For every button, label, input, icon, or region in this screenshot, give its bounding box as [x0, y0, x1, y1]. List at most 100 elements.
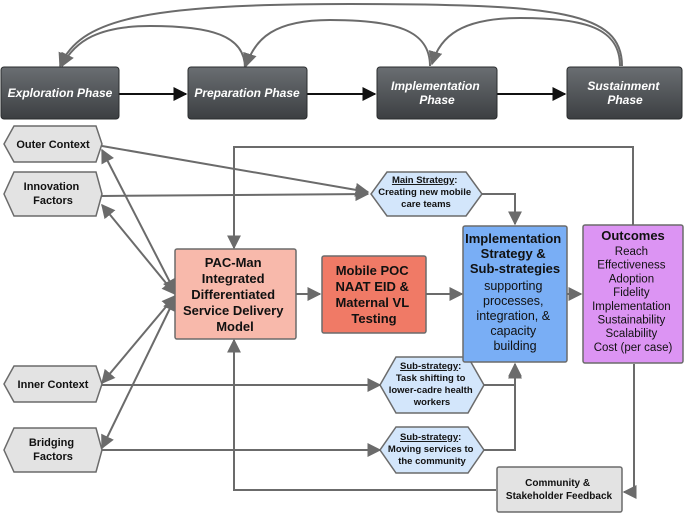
- main-strategy-heading: Main Strategy: [392, 175, 455, 186]
- phase-sustainment: Sustainment Phase: [566, 66, 683, 120]
- impl-title-line3: Sub-strategies: [470, 261, 560, 276]
- feedback-line1: Community &: [525, 478, 590, 489]
- loop-prep-to-exploration: [61, 24, 246, 69]
- pacman-line5: Model: [216, 319, 254, 334]
- svg-text:Sustainment Phase: Sustainment Phase: [587, 79, 662, 107]
- svg-text:Preparation Phase: Preparation Phase: [194, 86, 300, 100]
- impl-body-line1: supporting: [484, 279, 542, 293]
- sub-strategy-task-shifting: Sub-strategy: Task shifting to lower-cad…: [379, 356, 485, 414]
- link-moving-services-to-impl: [484, 364, 522, 451]
- main-strategy: Main Strategy: Creating new mobile care …: [370, 171, 483, 217]
- outcome-item: Implementation: [592, 301, 671, 313]
- main-strategy-line2: care teams: [401, 199, 451, 210]
- testing-line1: Mobile POC: [336, 263, 410, 278]
- context-factors: Outer Context Innovation Factors Inner C…: [3, 125, 103, 473]
- link-bridging-pacman: [101, 296, 176, 450]
- svg-text:Outer Context: Outer Context: [16, 139, 90, 151]
- moving-services-line2: the community: [398, 456, 466, 467]
- svg-text:Exploration Phase: Exploration Phase: [8, 86, 113, 100]
- context-inner-label: Inner Context: [18, 379, 89, 391]
- main-strategy-line1: Creating new mobile: [378, 187, 471, 198]
- impl-body-line2: processes,: [483, 294, 543, 308]
- loop-impl-to-preparation: [243, 18, 431, 68]
- phase-implementation: Implementation Phase: [376, 66, 498, 120]
- svg-text:Main Strategy: Creatin: Main Strategy: Creating new mobile care …: [378, 175, 474, 210]
- impl-body-line3: integration, &: [476, 309, 550, 323]
- link-feedback-to-pacman: [227, 338, 496, 491]
- outcome-item: Sustainability: [598, 315, 666, 327]
- svg-text:Bridging Factors: Bridging Factors: [29, 437, 77, 463]
- svg-text:PAC-Man Integrated: PAC-Man Integrated Differentiated Servic…: [183, 255, 287, 334]
- link-top-loop-to-pacman: [227, 146, 634, 250]
- pacman-line1: PAC-Man: [205, 255, 262, 270]
- context-bridging: Bridging Factors: [3, 427, 103, 473]
- loop-sustain-to-exploration: [58, 2, 623, 68]
- impl-body-line4: capacity: [490, 324, 537, 338]
- testing-line2: NAAT EID &: [335, 279, 408, 294]
- phase-exploration-label: Exploration Phase: [8, 86, 113, 100]
- phase-preparation: Preparation Phase: [187, 66, 308, 120]
- link-outcomes-to-feedback: [622, 364, 637, 499]
- strategies: Main Strategy: Creating new mobile care …: [370, 171, 485, 474]
- impl-body-line5: building: [493, 339, 536, 353]
- implementation-strategy-box: Implementation Strategy & Sub-strategies…: [462, 225, 568, 363]
- outcomes-box: Outcomes Reach Effectiveness Adoption Fi…: [582, 224, 684, 364]
- moving-services-heading: Sub-strategy: [400, 432, 459, 443]
- link-innovation-pacman: [101, 203, 176, 296]
- feedback-box: Community & Stakeholder Feedback: [496, 466, 623, 513]
- phase-implementation-label-line2: Phase: [419, 93, 455, 107]
- task-shifting-line3: workers: [413, 397, 450, 408]
- impl-title-line1: Implementation: [465, 231, 561, 246]
- phase-exploration: Exploration Phase: [0, 66, 120, 120]
- task-shifting-heading: Sub-strategy: [400, 361, 459, 372]
- phase-row: Exploration Phase Preparation Phase Impl…: [0, 66, 683, 120]
- pacman-model-box: PAC-Man Integrated Differentiated Servic…: [174, 248, 297, 340]
- context-outer: Outer Context: [3, 125, 103, 163]
- task-shifting-line1: Task shifting to: [396, 373, 466, 384]
- svg-text:Implementation Strategy: Implementation Strategy & Sub-strategies: [465, 231, 565, 276]
- link-inner-pacman: [101, 294, 176, 385]
- pacman-line4: Service Delivery: [183, 303, 284, 318]
- outcomes-title: Outcomes: [601, 228, 665, 243]
- context-bridging-label-line1: Bridging: [29, 437, 74, 449]
- testing-line3: Maternal VL: [335, 295, 409, 310]
- moving-services-line1: Moving services to: [388, 444, 474, 455]
- link-task-shifting-to-impl: [484, 362, 522, 386]
- outcome-item: Adoption: [609, 273, 654, 285]
- svg-text:Outcomes: Outcomes: [601, 228, 665, 243]
- link-outer-pacman: [101, 148, 176, 294]
- context-outer-label: Outer Context: [16, 139, 90, 151]
- sub-strategy-moving-services: Sub-strategy: Moving services to the com…: [379, 426, 485, 474]
- context-innovation-label-line1: Innovation: [24, 181, 80, 193]
- svg-text:supporting processes,: supporting processes, integration, & cap…: [476, 279, 553, 353]
- pacman-line3: Differentiated: [191, 287, 275, 302]
- phase-preparation-label: Preparation Phase: [194, 86, 300, 100]
- svg-text:Implementation Phase: Implementation Phase: [391, 79, 483, 107]
- pacman-line2: Integrated: [202, 271, 265, 286]
- outcome-item: Scalability: [606, 328, 658, 340]
- feedback-line2: Stakeholder Feedback: [506, 491, 613, 502]
- context-bridging-label-line2: Factors: [33, 451, 73, 463]
- context-innovation-label-line2: Factors: [33, 195, 73, 207]
- phase-sustainment-label-line2: Phase: [607, 93, 643, 107]
- svg-text:Mobile POC NAAT EID &: Mobile POC NAAT EID & Maternal VL Testin…: [335, 263, 412, 326]
- svg-text:Sub-strategy: Task shi: Sub-strategy: Task shifting to lower-cad…: [389, 361, 476, 408]
- link-main-strategy-to-impl: [482, 193, 522, 226]
- phase-implementation-label-line1: Implementation: [391, 79, 480, 93]
- testing-box: Mobile POC NAAT EID & Maternal VL Testin…: [321, 255, 427, 334]
- outcome-item: Effectiveness: [597, 260, 665, 272]
- svg-text:Community & Stakeholder: Community & Stakeholder Feedback: [506, 478, 613, 502]
- svg-text:Sub-strategy: Moving s: Sub-strategy: Moving services to the com…: [388, 432, 476, 467]
- outcome-item: Reach: [615, 246, 648, 258]
- svg-text:Inner Context: Inner Context: [18, 379, 89, 391]
- outcome-item: Fidelity: [613, 287, 650, 299]
- testing-line4: Testing: [351, 311, 396, 326]
- impl-title-line2: Strategy &: [481, 246, 546, 261]
- context-inner: Inner Context: [3, 365, 103, 403]
- phase-sustainment-label-line1: Sustainment: [587, 79, 660, 93]
- outcome-item: Cost (per case): [594, 342, 673, 354]
- connectors: [58, 2, 637, 499]
- task-shifting-line2: lower-cadre health: [389, 385, 473, 396]
- svg-text:Reach Effectiveness: Reach Effectiveness Adoption Fidelity Im…: [592, 246, 674, 354]
